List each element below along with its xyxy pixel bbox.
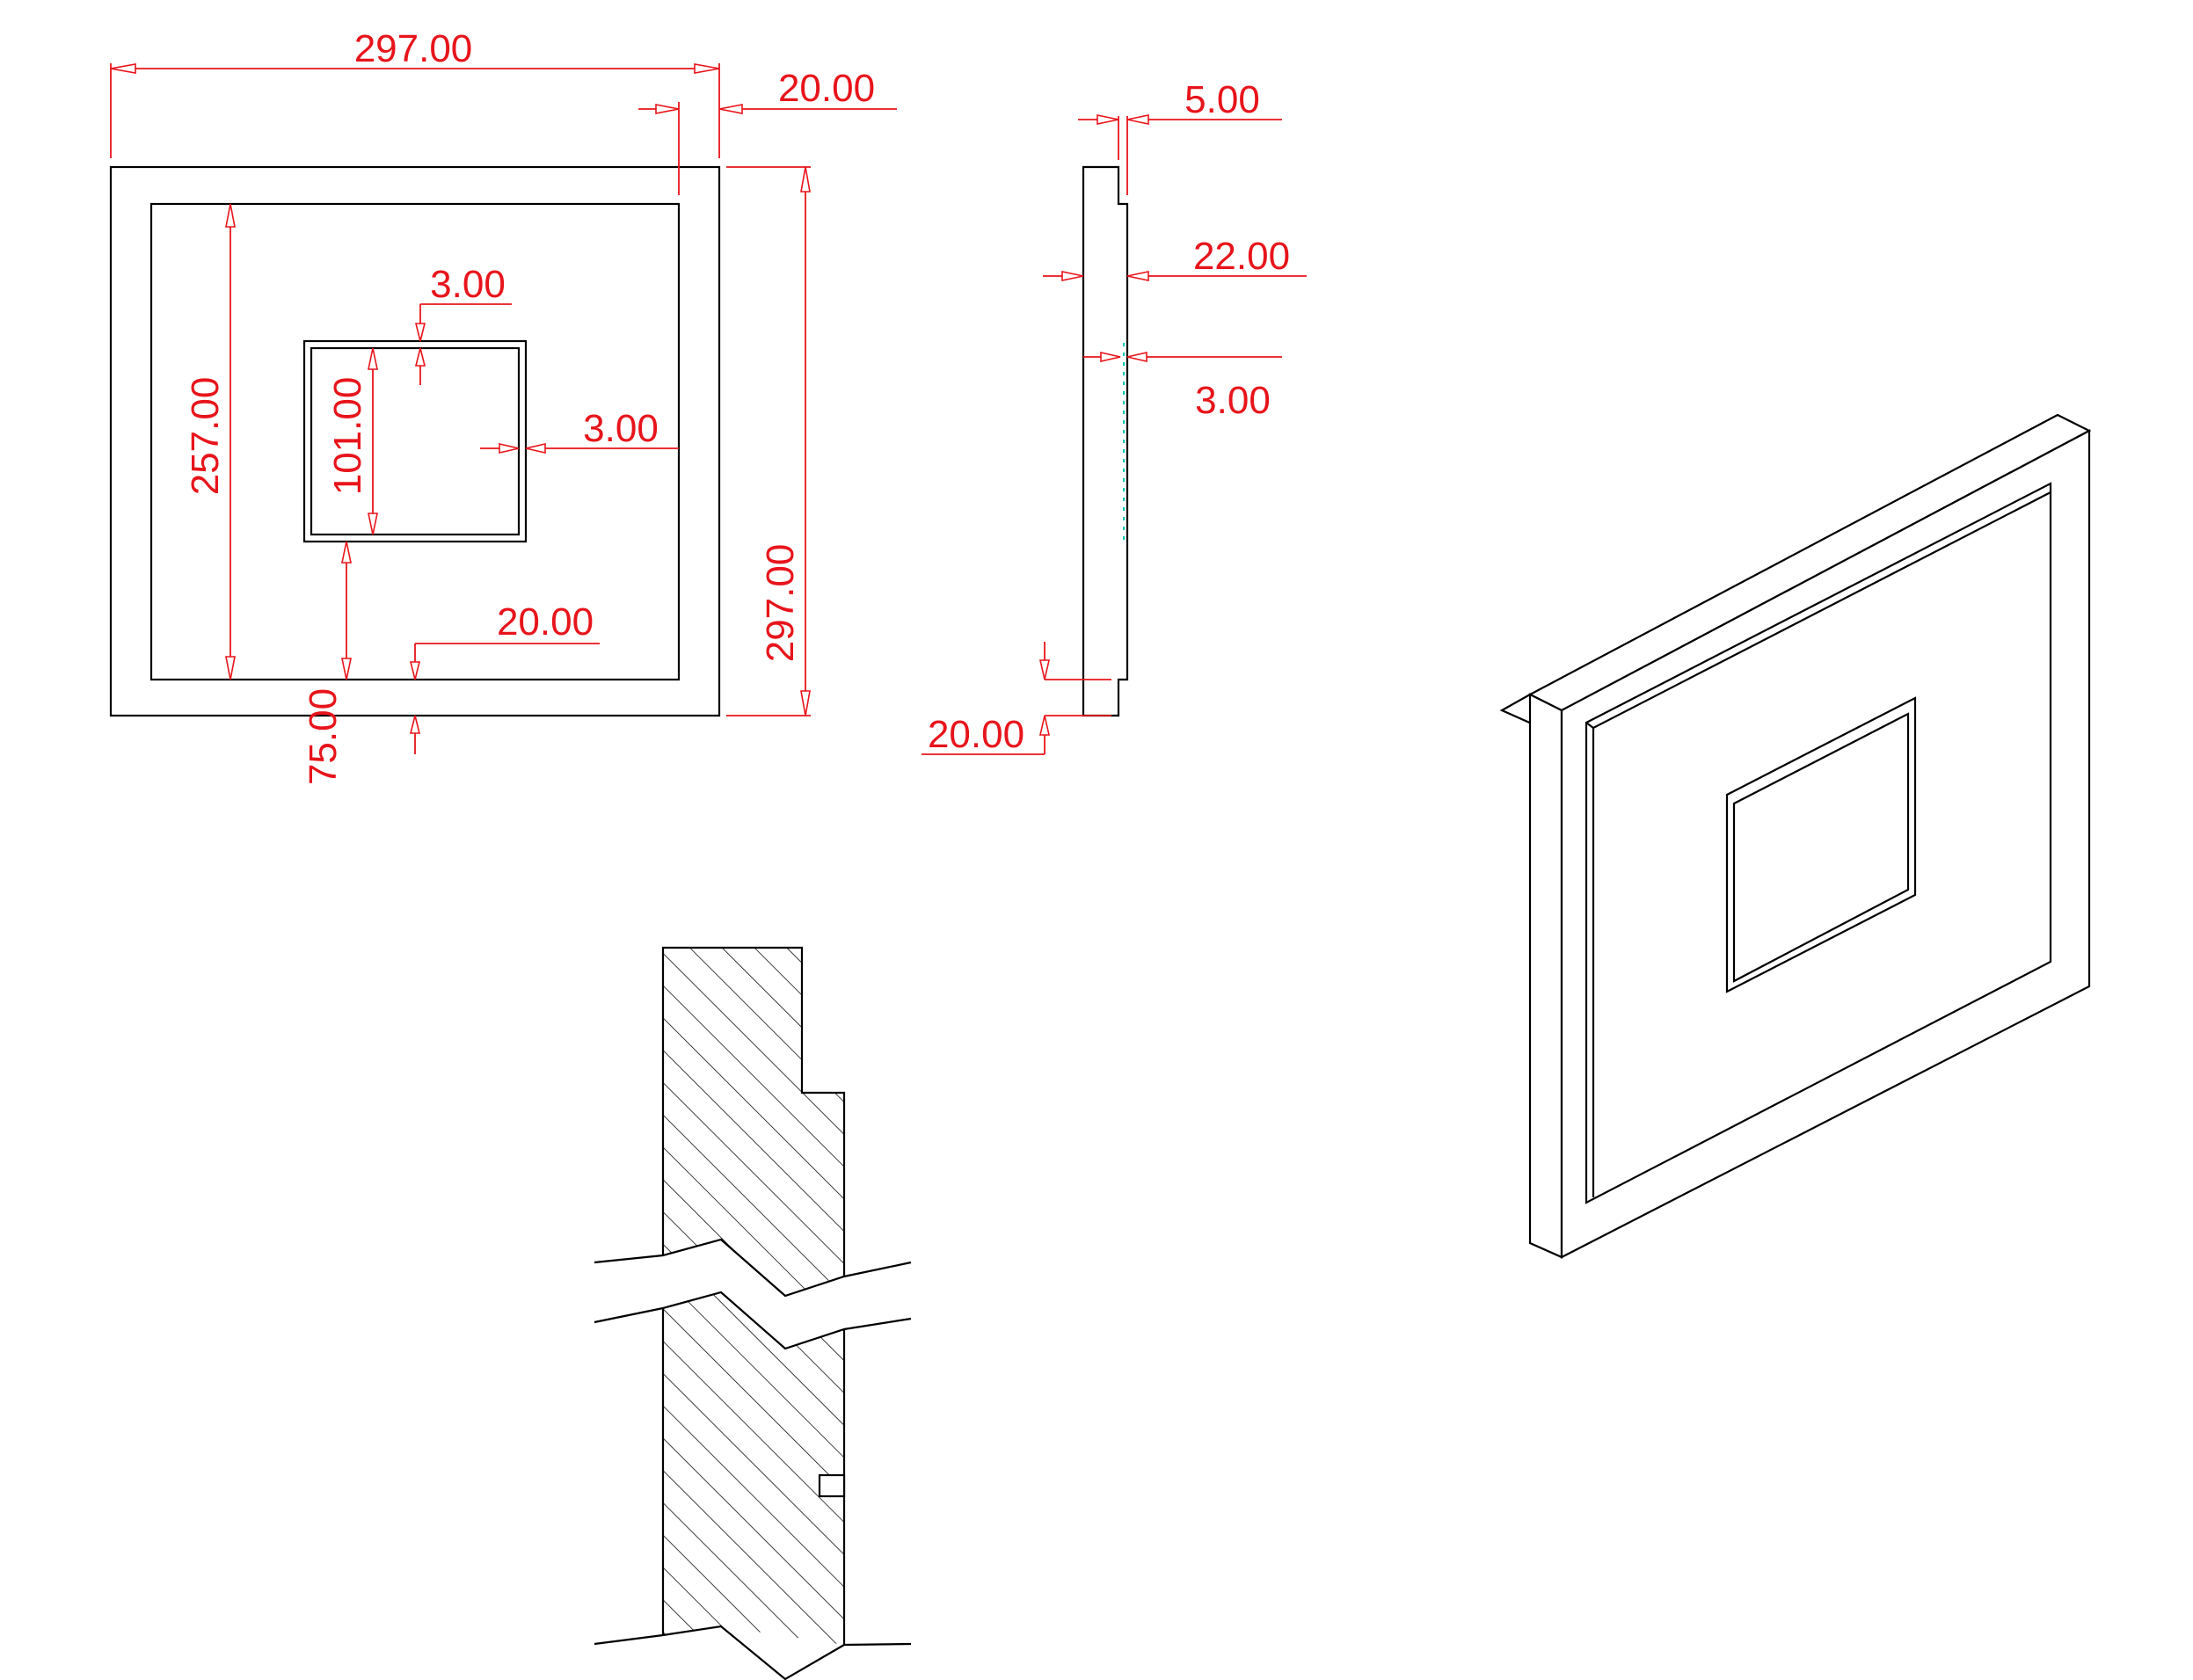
dim-bottom-step: 20.00 (922, 642, 1111, 756)
opening-inner-edge (310, 346, 521, 536)
dim-label-opening-lip-side: 3.00 (583, 407, 659, 450)
dim-label-bottom-distance: 75.00 (302, 688, 345, 785)
dim-label-frame-border: 20.00 (778, 67, 875, 110)
dim-inner-recess: 3.00 (1083, 351, 1282, 422)
section-notch (818, 1473, 846, 1498)
dim-opening-to-panel (341, 541, 352, 680)
side-view-dimensions: 5.00 22.00 3.00 20.00 (922, 78, 1307, 756)
dim-frame-border: 20.00 (638, 67, 897, 195)
side-view (1082, 165, 1129, 717)
iso-opening-inner (1732, 712, 1910, 983)
dim-label-overall-width: 297.00 (354, 27, 473, 70)
dim-total-thickness: 22.00 (1043, 235, 1307, 281)
dim-label-overall-height: 297.00 (759, 544, 802, 663)
front-view-dimensions: 297.00 20.00 297.00 257.00 (110, 27, 897, 785)
dim-opening-height: 101.00 (326, 347, 378, 535)
dim-inner-panel-height: 257.00 (184, 203, 236, 680)
dim-opening-lip-side: 3.00 (480, 407, 679, 455)
dim-label-step-depth: 5.00 (1184, 78, 1260, 121)
section-outline-upper (661, 946, 846, 1276)
side-profile-outline (1082, 165, 1129, 717)
dim-label-bottom-step: 20.00 (928, 713, 1024, 756)
section-detail (594, 946, 912, 1680)
iso-opening-outer (1725, 696, 1917, 993)
dim-label-total-thickness: 22.00 (1193, 235, 1290, 278)
break-line-upper (594, 1238, 912, 1298)
iso-frame-left-face (1528, 693, 1563, 1259)
dim-label-bottom-border: 20.00 (497, 600, 594, 644)
isometric-view (1499, 413, 2092, 1259)
dim-opening-lip-top: 3.00 (414, 263, 512, 385)
dim-label-opening-height: 101.00 (326, 377, 369, 496)
dim-bottom-border: 20.00 (409, 600, 600, 754)
section-hatch-lower (663, 1292, 844, 1645)
dim-overall-height: 297.00 (726, 166, 811, 716)
section-hatch-upper (663, 948, 844, 1296)
opening-outer-edge (302, 339, 528, 543)
break-line-lower (594, 1291, 912, 1350)
dim-step-depth: 5.00 (1078, 78, 1282, 195)
dim-label-opening-lip-top: 3.00 (430, 263, 506, 306)
dim-label-inner-panel-height: 257.00 (184, 377, 227, 496)
break-line-bottom (594, 1625, 912, 1680)
dim-label-inner-recess: 3.00 (1195, 379, 1271, 422)
dim-overall-width: 297.00 (110, 27, 720, 158)
